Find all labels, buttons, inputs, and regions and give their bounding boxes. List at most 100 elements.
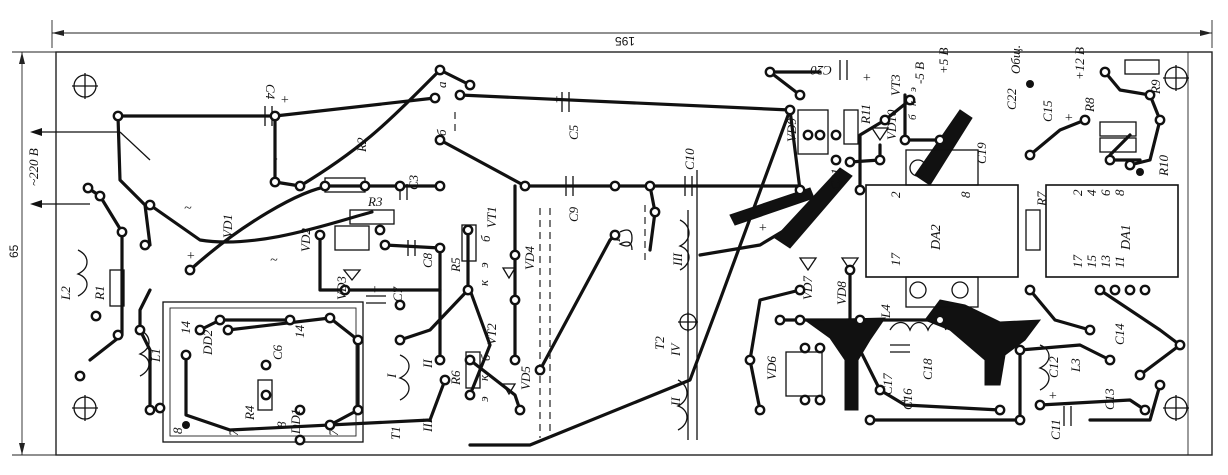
dd2-pin-8: 8 xyxy=(170,427,185,434)
solder-pad xyxy=(324,419,336,431)
solder-pad xyxy=(112,110,124,122)
t2-winding-ii: II xyxy=(668,397,683,407)
t2-winding-iii: III xyxy=(670,252,685,267)
solder-pad xyxy=(394,334,406,346)
plus-mark: + xyxy=(280,93,289,108)
solder-pad xyxy=(94,190,106,202)
vt1-pin-k: к xyxy=(476,279,491,286)
plus-mark: + xyxy=(1048,389,1057,404)
da2-pin-17: 17 xyxy=(888,253,903,267)
plus-mark: + xyxy=(370,283,379,298)
label-r2: R2 xyxy=(354,137,369,153)
label-l3: L3 xyxy=(1068,358,1083,373)
solder-pad xyxy=(794,184,806,196)
solder-pad xyxy=(764,66,776,78)
solder-pad xyxy=(854,184,866,196)
solder-pad xyxy=(434,134,446,146)
solder-pad xyxy=(294,180,306,192)
solder-pad xyxy=(394,299,406,311)
label-c12: C12 xyxy=(1046,356,1061,378)
label-r5: R5 xyxy=(448,257,463,273)
label-c3: C3 xyxy=(406,174,421,190)
dashed-lines xyxy=(454,112,646,438)
solder-pad xyxy=(1014,344,1026,356)
label-r1: R1 xyxy=(92,286,107,301)
resistor-bodies xyxy=(109,59,1160,411)
mains-input xyxy=(30,128,151,208)
da1-pin-2: 2 xyxy=(1070,189,1085,196)
solder-pad xyxy=(649,206,661,218)
solder-pad xyxy=(784,104,796,116)
solder-pad xyxy=(139,239,151,251)
solder-pad xyxy=(90,310,102,322)
dimension-width: 195 xyxy=(615,34,635,48)
solder-pad xyxy=(1084,324,1096,336)
dimension-height: 65 xyxy=(7,244,21,258)
solder-pad xyxy=(294,404,306,416)
vt2-pin-k: к xyxy=(476,374,491,381)
solder-pad xyxy=(1109,284,1121,296)
plus-mark: + xyxy=(862,71,871,86)
label-vt1: VT1 xyxy=(484,206,499,228)
label-vd9: VD9 xyxy=(784,118,799,142)
solder-pad xyxy=(774,314,786,326)
transistor-pin-letters: б э к б к э э к б xyxy=(476,87,919,402)
solder-pad xyxy=(434,180,446,192)
label-vd4: VD4 xyxy=(522,246,537,270)
solder-pad xyxy=(794,89,806,101)
label-c20: C20 xyxy=(810,63,832,78)
plus-mark: + xyxy=(900,394,909,409)
solder-pad xyxy=(994,404,1006,416)
label-r11: R11 xyxy=(858,104,873,125)
solder-pad xyxy=(112,329,124,341)
dd-pin-numbers: 14 8 7 8 7 14 xyxy=(170,321,341,437)
solder-pad xyxy=(1154,379,1166,391)
label-l2: L2 xyxy=(58,286,73,301)
solder-pad xyxy=(609,229,621,241)
solder-pad xyxy=(934,134,946,146)
component-labels: C4 R2 R3 C3 VD1 VD2 VD3 C8 C7 R5 VT1 VD4… xyxy=(58,63,1171,440)
solder-pad xyxy=(509,354,521,366)
solder-pad xyxy=(116,226,128,238)
solder-pad xyxy=(74,370,86,382)
dd-block-frame xyxy=(162,301,364,443)
label-vd10: VD10 xyxy=(884,109,899,140)
solder-pad xyxy=(874,154,886,166)
solder-pad xyxy=(269,110,281,122)
solder-pad xyxy=(509,294,521,306)
da1-pin-4: 4 xyxy=(1084,189,1099,196)
vt1-pin-e: э xyxy=(476,262,491,268)
da2-pin-2: 2 xyxy=(888,191,903,198)
label-c8: C8 xyxy=(420,252,435,268)
label-c17: C17 xyxy=(880,373,895,395)
solder-pad xyxy=(284,314,296,326)
plus-mark: + xyxy=(1064,111,1073,126)
solder-pad xyxy=(464,79,476,91)
dd1-pin-7: 7 xyxy=(326,429,341,436)
t1-winding-iii: III xyxy=(420,418,435,433)
solder-pad xyxy=(644,180,656,192)
solder-pad xyxy=(1099,66,1111,78)
label-c14: C14 xyxy=(1112,323,1127,345)
node-a: а xyxy=(434,81,449,88)
winding-labels: I III IV II I II III xyxy=(384,237,685,433)
solder-pad xyxy=(434,64,446,76)
label-r7: R7 xyxy=(1034,191,1049,207)
label-c18: C18 xyxy=(920,358,935,380)
solder-pad xyxy=(794,284,806,296)
solder-pad xyxy=(794,314,806,326)
label-vd3: VD3 xyxy=(334,276,349,300)
solder-pad xyxy=(260,359,272,371)
label-vd1: VD1 xyxy=(220,214,235,238)
solder-pad xyxy=(352,404,364,416)
label-r6: R6 xyxy=(448,370,463,386)
solder-pad xyxy=(260,389,272,401)
solder-pad xyxy=(359,180,371,192)
dd1-pin-14: 14 xyxy=(292,325,307,339)
plus-mark: + xyxy=(552,93,561,108)
label-minus5: -5 В xyxy=(912,62,927,84)
label-dd2: DD2 xyxy=(200,329,215,356)
solder-pad xyxy=(799,394,811,406)
solder-pad xyxy=(352,334,364,346)
